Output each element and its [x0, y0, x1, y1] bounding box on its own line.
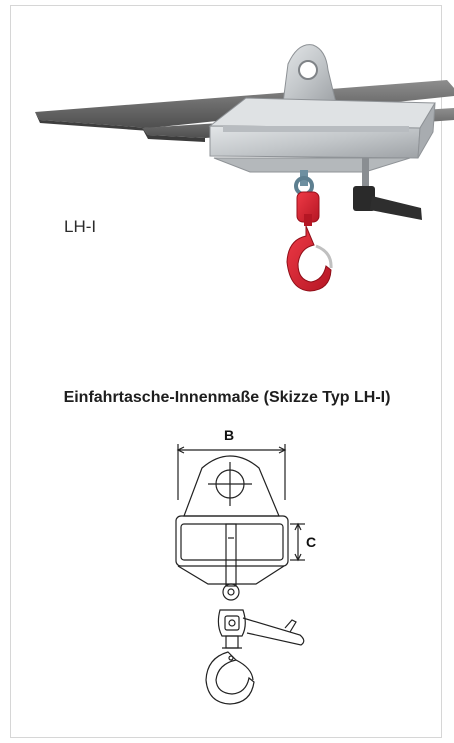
load-hook: [286, 170, 333, 292]
product-label: LH-I: [64, 217, 97, 236]
fork-pocket-housing: [208, 97, 436, 173]
dimension-label-b: B: [224, 427, 234, 443]
technical-sketch: B C: [175, 427, 316, 705]
product-photo: [35, 44, 454, 292]
lifting-eye: [282, 44, 337, 104]
clamping-handle: [353, 158, 422, 220]
sketch-title: Einfahrtasche-Innenmaße (Skizze Typ LH-I…: [63, 389, 391, 406]
dimension-label-c: C: [306, 534, 316, 550]
